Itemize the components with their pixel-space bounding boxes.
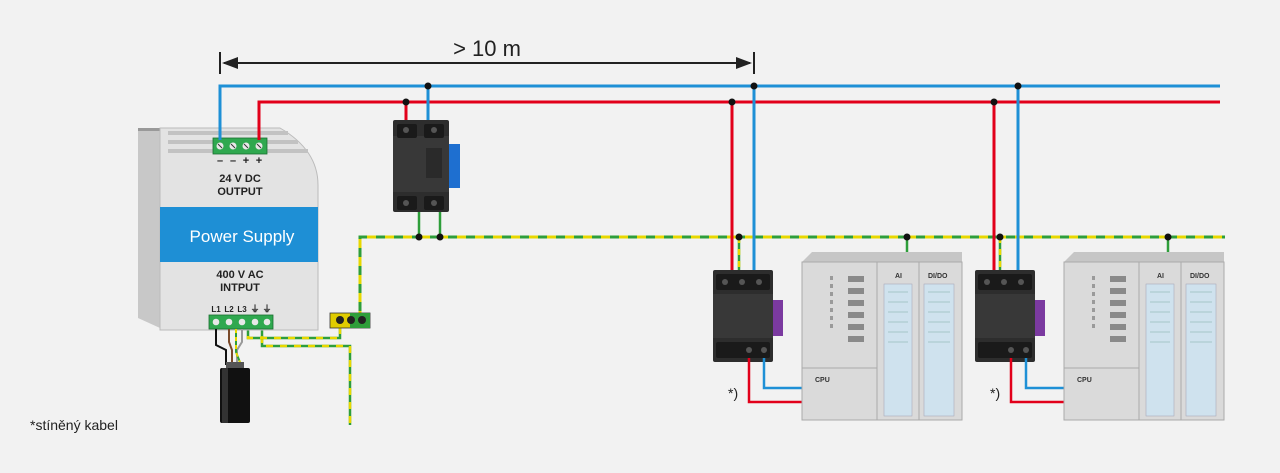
plc-2: CPU AI DI/DO [1063, 252, 1225, 421]
plc1-feed-wires: *) [728, 358, 802, 404]
output-terminal-block: – – + + [212, 137, 268, 167]
power-supply: Power Supply 24 V DC OUTPUT 400 V AC INT… [138, 127, 319, 331]
terminal-in-label: L1 [211, 305, 221, 314]
terminal-out-label: – [217, 155, 223, 167]
dido-label: DI/DO [928, 273, 948, 280]
ai-label: AI [895, 273, 902, 280]
shielded-marker-2: *) [990, 385, 1000, 401]
cpu-label: CPU [1077, 377, 1092, 384]
cpu-label: CPU [815, 377, 830, 384]
input-terminal-block: L1 L2 L3 ⏚ ⏚ [208, 304, 274, 330]
dido-label: DI/DO [1190, 273, 1210, 280]
terminal-in-label: ⏚ [250, 304, 259, 314]
surge-protector-1 [393, 120, 460, 212]
terminal-in-label: L3 [237, 305, 247, 314]
plc-1: CPU AI DI/DO [801, 252, 963, 421]
shielded-marker-1: *) [728, 385, 738, 401]
terminal-out-label: – [230, 155, 236, 167]
distance-dimension: > 10 m [219, 36, 755, 74]
surge-protector-2 [713, 270, 783, 362]
output-label: OUTPUT [217, 186, 263, 198]
distance-label: > 10 m [453, 36, 521, 61]
ai-label: AI [1157, 273, 1164, 280]
power-supply-title: Power Supply [190, 227, 295, 246]
terminal-in-label: ⏚ [262, 304, 271, 314]
cpu-status-leds [1092, 276, 1126, 342]
power-supply-band [160, 207, 318, 262]
footnote: *stíněný kabel [30, 417, 118, 433]
terminal-out-label: + [256, 155, 262, 167]
terminal-out-label: + [243, 155, 249, 167]
earth-terminal-block [329, 312, 371, 329]
cpu-status-leds [830, 276, 864, 342]
input-label: INTPUT [220, 282, 260, 294]
surge-protector-3 [975, 270, 1045, 362]
supply-cable [215, 329, 250, 423]
plc2-feed-wires: *) [990, 358, 1064, 404]
output-voltage: 24 V DC [219, 173, 261, 185]
main-wires [218, 82, 1220, 272]
input-voltage: 400 V AC [216, 269, 263, 281]
terminal-in-label: L2 [224, 305, 234, 314]
